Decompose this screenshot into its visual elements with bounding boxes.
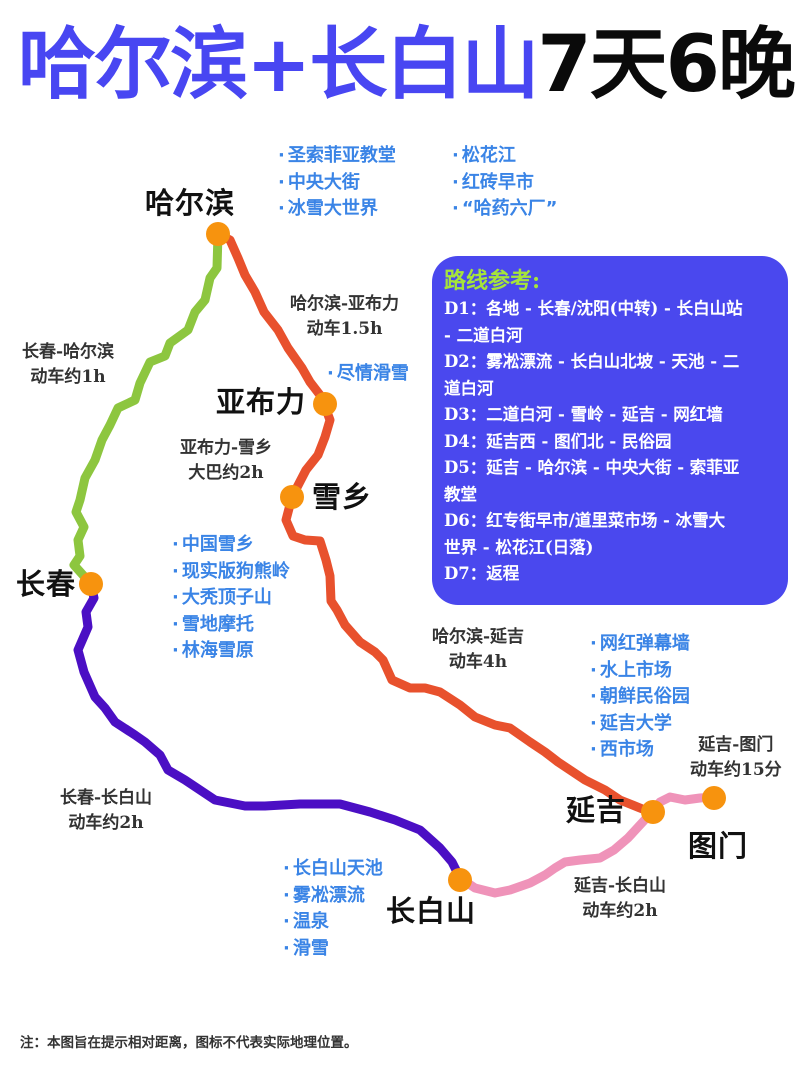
route-line: 世界 - 松花江(日落)	[444, 537, 594, 557]
attraction-item: 林海雪原	[172, 638, 290, 665]
attraction-item: 延吉大学	[590, 711, 690, 738]
attraction-item: “哈药六厂”	[452, 196, 558, 223]
attraction-item: 尽情滑雪	[327, 361, 409, 388]
route-line: D7：返程	[444, 564, 520, 583]
attraction-item: 雾凇漂流	[283, 883, 383, 910]
attraction-item: 冰雪大世界	[278, 196, 396, 223]
attraction-item: 圣索菲亚教堂	[278, 143, 396, 170]
route-line: D6：红专街早市/道里菜市场 - 冰雪大	[444, 511, 726, 530]
attraction-item: 滑雪	[283, 936, 383, 963]
attractions-harbin-list-2: 松花江 红砖早市 “哈药六厂”	[452, 143, 558, 223]
city-label-changchun: 长春	[16, 567, 77, 601]
node-changchun	[79, 572, 103, 596]
city-label-yabuli: 亚布力	[216, 385, 307, 419]
segment-label-yanji-changbaishan: 延吉-长白山动车约2h	[574, 876, 667, 921]
attractions-xuexiang-list: 中国雪乡 现实版狗熊岭 大秃顶子山 雪地摩托 林海雪原	[172, 532, 290, 665]
route-line: D1：各地 - 长春/沈阳(中转) - 长白山站	[444, 299, 743, 318]
route-changchun-changbaishan	[73, 579, 465, 883]
attraction-item: 雪地摩托	[172, 612, 290, 639]
segment-label-harbin-yanji: 哈尔滨-延吉动车4h	[432, 627, 525, 672]
route-line: 教堂	[444, 484, 477, 504]
node-changbaishan	[448, 868, 472, 892]
segment-label-harbin-yabuli: 哈尔滨-亚布力动车1.5h	[290, 294, 400, 339]
node-xuexiang	[280, 485, 304, 509]
attraction-item: 水上市场	[590, 658, 690, 685]
city-label-changbaishan: 长白山	[386, 894, 477, 928]
attraction-item: 红砖早市	[452, 170, 558, 197]
attraction-item: 大秃顶子山	[172, 585, 290, 612]
attractions-yabuli-list: 尽情滑雪	[327, 361, 409, 388]
title-destinations: 哈尔滨+长白山	[18, 20, 539, 110]
node-tumen	[702, 786, 726, 810]
route-panel-title: 路线参考:	[444, 268, 541, 294]
title-duration: 7天6晚	[537, 20, 796, 110]
segment-label-changchun-changbaishan: 长春-长白山动车约2h	[60, 788, 153, 833]
segment-label-yanji-tumen: 延吉-图门动车约15分	[690, 735, 782, 780]
route-line: D2：雾凇漂流 - 长白山北坡 - 天池 - 二	[444, 352, 740, 371]
segment-label-changchun-harbin: 长春-哈尔滨动车约1h	[22, 342, 115, 387]
attraction-item: 中国雪乡	[172, 532, 290, 559]
attractions-changbaishan-list: 长白山天池 雾凇漂流 温泉 滑雪	[283, 856, 383, 962]
route-line: - 二道白河	[444, 325, 523, 345]
attractions-harbin-list-1: 圣索菲亚教堂 中央大街 冰雪大世界	[278, 143, 396, 223]
city-label-yanji: 延吉	[566, 793, 627, 827]
page-title: 哈尔滨+长白山7天6晚	[18, 20, 796, 110]
attraction-item: 网红弹幕墙	[590, 631, 690, 658]
route-line: D5：延吉 - 哈尔滨 - 中央大街 - 索菲亚	[444, 458, 740, 477]
node-yabuli	[313, 392, 337, 416]
attraction-item: 中央大街	[278, 170, 396, 197]
route-reference-panel: 路线参考: D1：各地 - 长春/沈阳(中转) - 长白山站 - 二道白河 D2…	[432, 256, 788, 605]
route-line: D4：延吉西 - 图们北 - 民俗园	[444, 431, 672, 451]
node-harbin	[206, 222, 230, 246]
attraction-item: 温泉	[283, 909, 383, 936]
node-yanji	[641, 800, 665, 824]
city-label-xuexiang: 雪乡	[312, 480, 373, 514]
city-label-tumen: 图门	[688, 829, 749, 863]
route-line: 道白河	[444, 378, 494, 398]
attractions-yanji-list: 网红弹幕墙 水上市场 朝鲜民俗园 延吉大学 西市场	[590, 631, 690, 764]
city-label-harbin: 哈尔滨	[145, 186, 236, 220]
attraction-item: 现实版狗熊岭	[172, 559, 290, 586]
route-harbin-yabuli-xuexiang-yanji	[213, 229, 650, 815]
attraction-item: 松花江	[452, 143, 558, 170]
route-changchun-harbin	[69, 229, 223, 589]
attraction-item: 西市场	[590, 737, 690, 764]
attraction-item: 朝鲜民俗园	[590, 684, 690, 711]
route-line: D3：二道白河 - 雪岭 - 延吉 - 网红墙	[444, 405, 723, 424]
route-changbaishan-yanji	[455, 807, 657, 898]
footnote: 注：本图旨在提示相对距离，图标不代表实际地理位置。	[20, 1035, 358, 1051]
attraction-item: 长白山天池	[283, 856, 383, 883]
segment-label-yabuli-xuexiang: 亚布力-雪乡大巴约2h	[180, 438, 273, 483]
